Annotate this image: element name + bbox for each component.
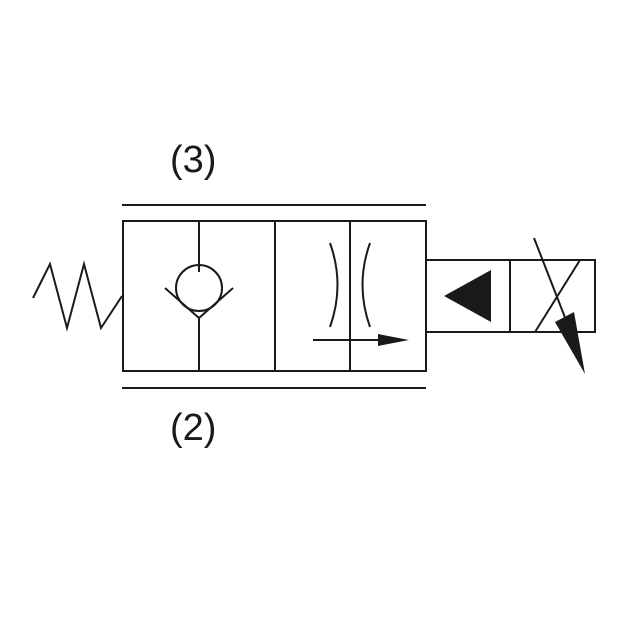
check-valve-ball [175, 264, 223, 312]
port-label-3: (3) [170, 139, 216, 181]
flow-arrow-head [378, 334, 409, 346]
check-valve-icon [164, 221, 234, 371]
restrictor-curve-left [329, 242, 339, 328]
check-valve-seat [164, 287, 234, 320]
solenoid-triangle-icon [444, 270, 491, 322]
adjustable-arrow-shaft [533, 237, 567, 321]
variable-restrictor-icon [313, 221, 409, 371]
port-label-2: (2) [170, 407, 216, 449]
restrictor-curve-right [361, 242, 371, 328]
adjustable-arrow-head [555, 312, 585, 374]
spring-return-icon [32, 260, 123, 332]
adjustable-arrow-icon [533, 237, 585, 374]
